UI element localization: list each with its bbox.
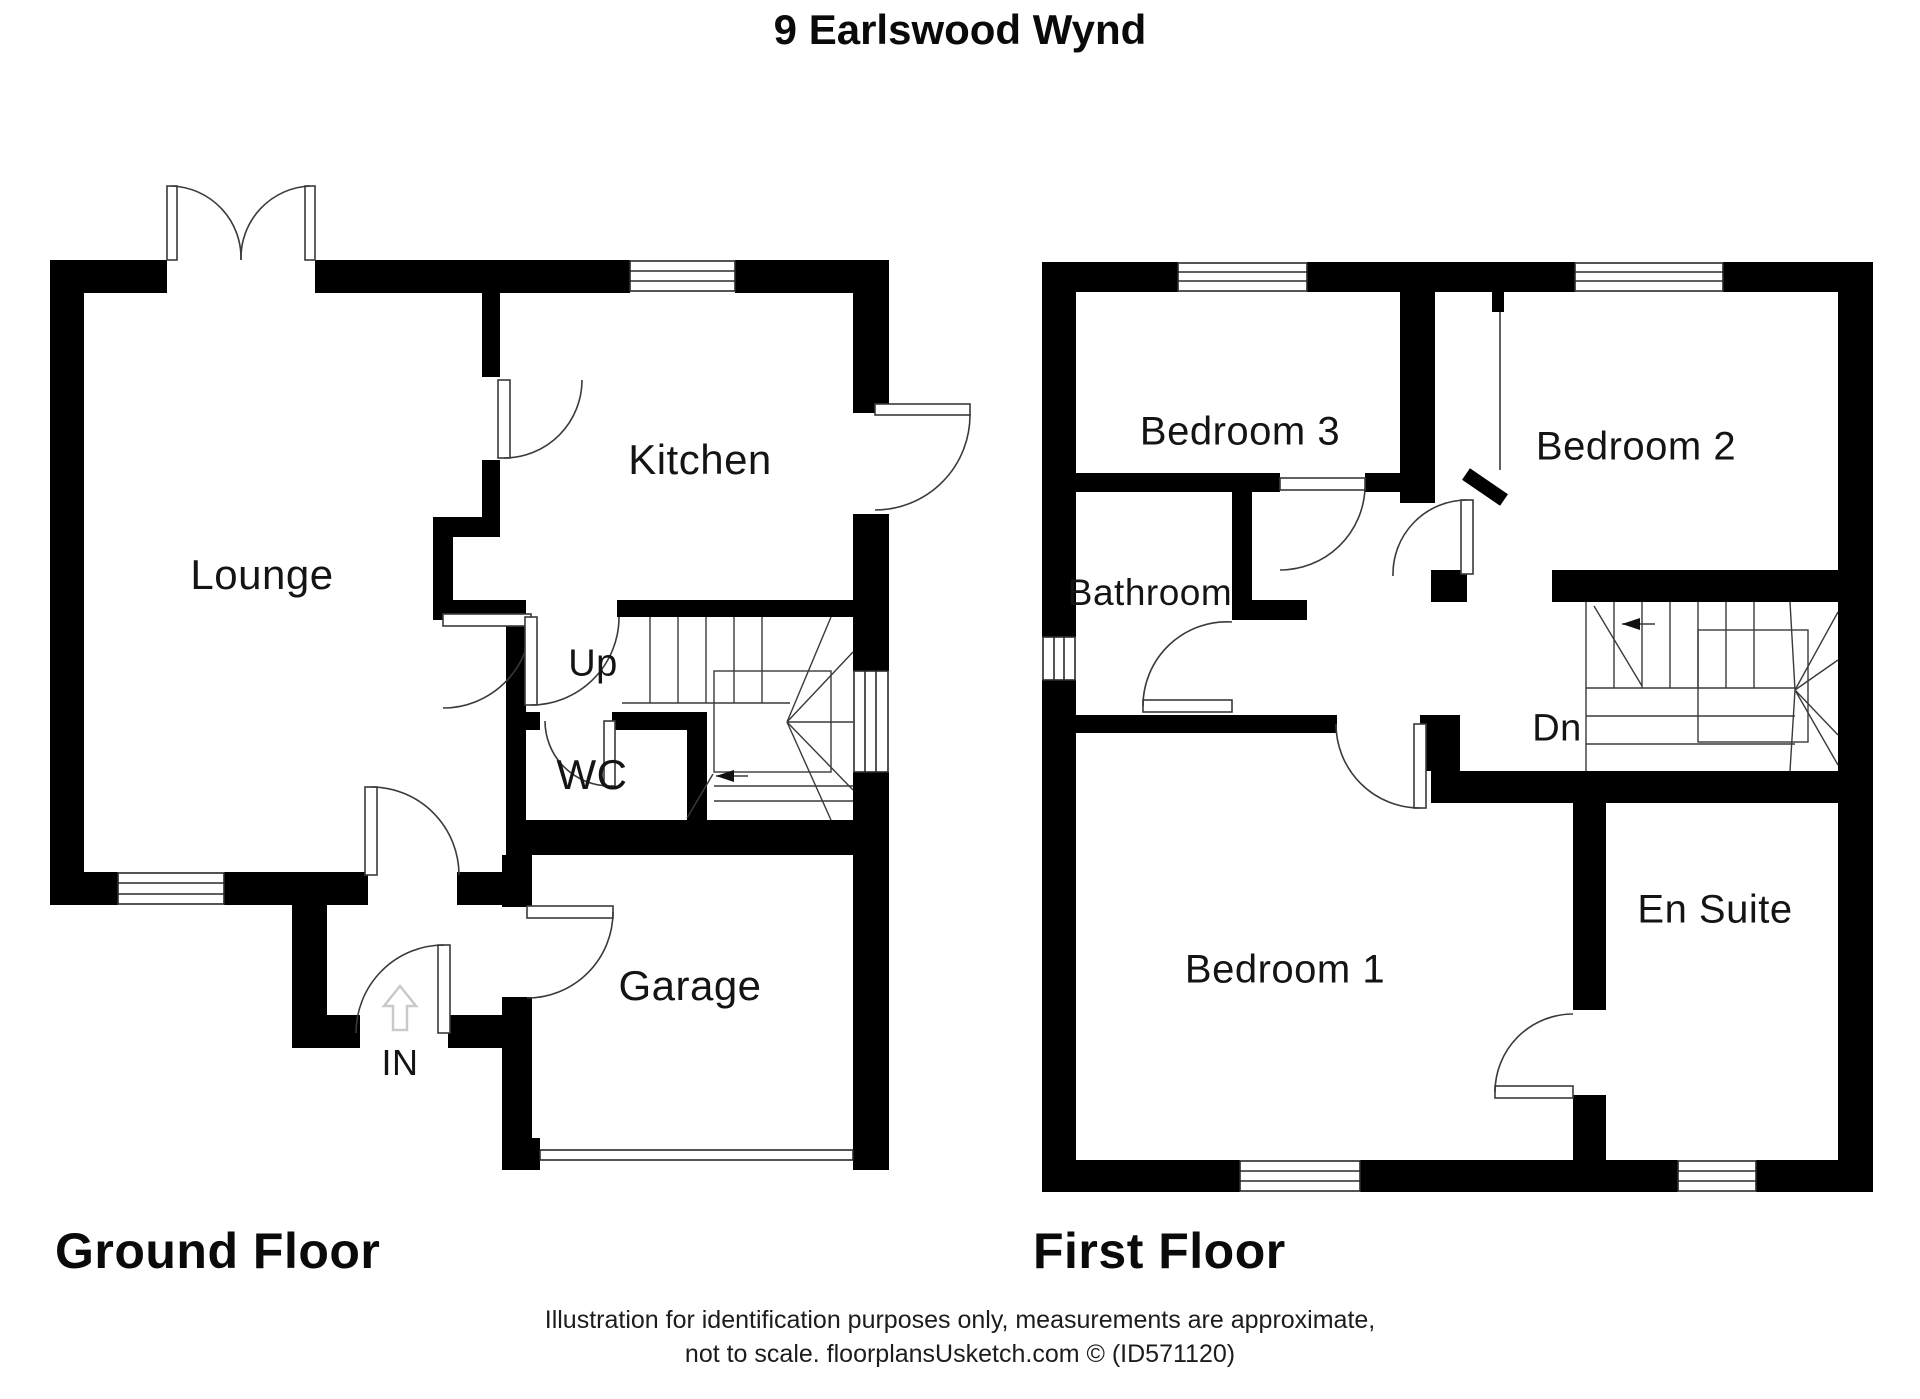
ground-floor-heading: Ground Floor	[55, 1223, 381, 1279]
page-title: 9 Earlswood Wynd	[773, 6, 1147, 53]
staircase-up	[622, 616, 854, 821]
room-label-up: Up	[568, 642, 618, 685]
garage-door	[539, 1149, 854, 1161]
stair-direction-arrow-icon	[716, 770, 734, 782]
room-label-ensuite: En Suite	[1637, 887, 1793, 932]
disclaimer-line-2: not to scale. floorplansUsketch.com © (I…	[684, 1340, 1236, 1368]
ground-floor-plan	[50, 185, 971, 1170]
cupboard	[1462, 312, 1508, 506]
french-doors	[166, 185, 316, 261]
ground-floor-walls	[50, 260, 889, 1170]
room-label-bedroom1: Bedroom 1	[1184, 947, 1386, 992]
first-floor-walls	[1042, 262, 1873, 1192]
room-label-bathroom: Bathroom	[1067, 572, 1233, 613]
first-floor-plan	[1042, 262, 1873, 1192]
first-floor-heading: First Floor	[1033, 1223, 1286, 1279]
stair-direction-arrow-icon	[1622, 618, 1640, 630]
room-label-dn: Dn	[1532, 707, 1582, 750]
room-label-wc: WC	[556, 751, 628, 798]
disclaimer-line-1: Illustration for identification purposes…	[544, 1306, 1376, 1334]
room-label-garage: Garage	[618, 962, 762, 1009]
ground-floor-windows	[117, 260, 889, 905]
first-floor-windows	[1042, 262, 1757, 1192]
room-label-lounge: Lounge	[190, 551, 334, 598]
room-label-kitchen: Kitchen	[628, 436, 772, 483]
first-floor-doors	[1142, 477, 1574, 1099]
staircase-down	[1585, 601, 1839, 772]
entrance-arrow-icon	[381, 983, 419, 1032]
room-label-bedroom2: Bedroom 2	[1535, 424, 1737, 469]
room-label-in: IN	[381, 1042, 419, 1083]
room-label-bedroom3: Bedroom 3	[1139, 409, 1341, 454]
ground-floor-doors	[355, 379, 971, 1034]
